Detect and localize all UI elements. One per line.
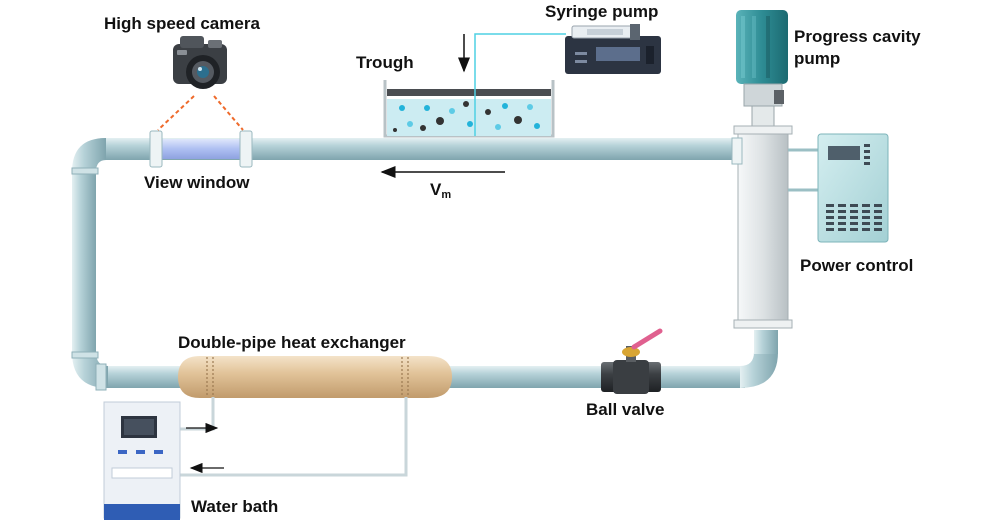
camera-label: High speed camera [104, 14, 260, 33]
syringe-pump-label: Syringe pump [545, 2, 659, 21]
progress-cavity-pump [731, 10, 818, 329]
power-control-panel [817, 133, 889, 243]
oil-layer [387, 89, 551, 96]
syringe-line [474, 33, 566, 136]
pump-stator [737, 127, 789, 325]
water-bath [103, 401, 181, 520]
progress-cavity-pump-label-line1: Progress cavity [794, 27, 921, 46]
water-bath-supply-line [180, 397, 215, 431]
velocity-label: Vm [430, 180, 451, 205]
top-pipe [100, 138, 740, 160]
double-pipe-heat-exchanger [178, 356, 452, 398]
velocity-subscript: m [441, 189, 452, 201]
power-control-label: Power control [800, 256, 914, 275]
pump-motor [736, 10, 788, 84]
heat-exchanger-label: Double-pipe heat exchanger [178, 333, 406, 352]
camera-sight-line-right [213, 95, 244, 131]
ball-valve-icon [601, 328, 663, 394]
pipe-elbow-top-left [72, 138, 106, 172]
water-bath-label: Water bath [191, 497, 279, 516]
camera-icon [173, 36, 227, 89]
flange [71, 351, 99, 359]
pump-outlet-pipe [754, 330, 778, 354]
trough [383, 80, 555, 138]
view-window [149, 130, 253, 168]
trough-label: Trough [356, 53, 414, 72]
progress-cavity-pump-label-line2: pump [794, 49, 841, 68]
flange [71, 167, 99, 175]
flange [95, 363, 107, 391]
velocity-symbol: V [430, 180, 442, 199]
bubbles [393, 101, 540, 132]
syringe-pump-icon [565, 24, 661, 74]
pipe-elbow-bottom-right [740, 352, 778, 388]
water-bath-return-line [180, 397, 408, 477]
left-pipe [72, 170, 96, 355]
view-window-label: View window [144, 173, 250, 192]
camera-sight-line-left [157, 95, 195, 131]
ball-valve-label: Ball valve [586, 400, 665, 419]
